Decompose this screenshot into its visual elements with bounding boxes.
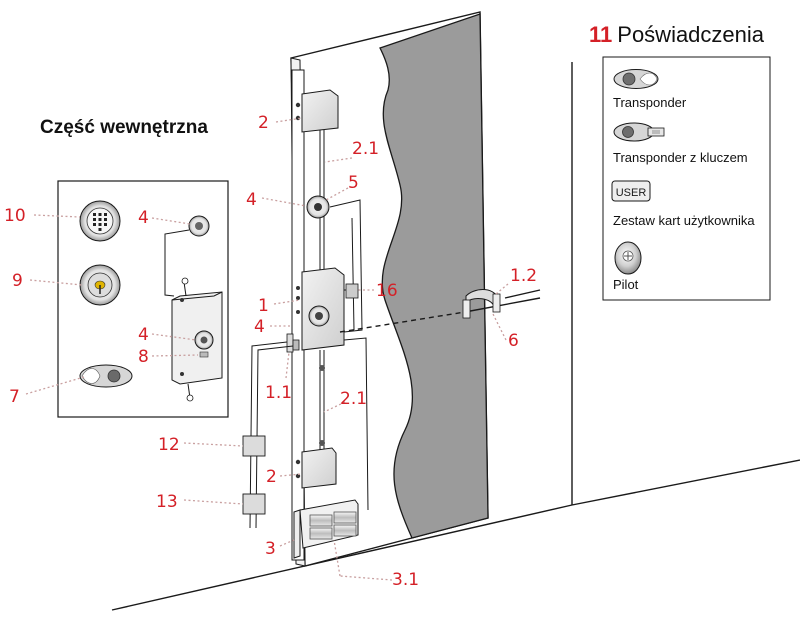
callout-6: 6 bbox=[508, 331, 519, 351]
strike-connection bbox=[339, 289, 541, 333]
motor-cylinder bbox=[306, 195, 330, 219]
callout-1-2: 1.2 bbox=[510, 266, 537, 286]
callout-5: 5 bbox=[348, 173, 359, 193]
room-outline bbox=[111, 62, 800, 611]
callout-2-1-bottom: 2.1 bbox=[340, 389, 367, 409]
callout-2-top: 2 bbox=[258, 113, 269, 133]
callout-2-bottom: 2 bbox=[266, 467, 277, 487]
wall-panel bbox=[379, 13, 489, 539]
callout-4-door-upper: 4 bbox=[246, 190, 257, 210]
legend-item-transponder: Transponder bbox=[613, 95, 687, 110]
legend-item-transponder-key: Transponder z kluczem bbox=[613, 150, 748, 165]
callout-3-1: 3.1 bbox=[392, 570, 419, 590]
remote-control-icon bbox=[614, 241, 642, 275]
inner-parts-panel bbox=[57, 180, 229, 418]
legend-item-user-cards: Zestaw kart użytkownika bbox=[613, 213, 755, 228]
callout-1: 1 bbox=[258, 296, 269, 316]
callout-4-inset-upper: 4 bbox=[138, 208, 149, 228]
user-card-text: USER bbox=[616, 187, 647, 199]
inner-section-title: Część wewnętrzna bbox=[40, 117, 208, 138]
callout-4-inset-lower: 4 bbox=[138, 325, 149, 345]
lock-faceplate bbox=[291, 69, 305, 561]
callout-3: 3 bbox=[265, 539, 276, 559]
module-12 bbox=[242, 435, 266, 457]
callout-labels: 10 9 7 4 4 8 2 2.1 5 4 1 4 16 1.2 6 1.1 … bbox=[4, 113, 537, 590]
callout-7: 7 bbox=[9, 387, 20, 407]
callout-1-1: 1.1 bbox=[265, 383, 292, 403]
connector-16 bbox=[345, 283, 359, 299]
callout-12: 12 bbox=[158, 435, 180, 455]
callout-2-1-top: 2.1 bbox=[352, 139, 379, 159]
transponder-icon bbox=[613, 69, 659, 89]
callout-8: 8 bbox=[138, 347, 149, 367]
main-lock-body bbox=[286, 267, 345, 353]
module-13 bbox=[242, 493, 266, 515]
legend-title: Poświadczenia bbox=[617, 22, 765, 47]
transponder-inset-icon bbox=[79, 364, 133, 388]
leader-lines bbox=[25, 117, 509, 581]
callout-9: 9 bbox=[12, 271, 23, 291]
wiring bbox=[242, 199, 369, 529]
inner-thumb-knob-icon bbox=[164, 215, 210, 297]
callout-4-door-lower: 4 bbox=[254, 317, 265, 337]
callout-16: 16 bbox=[376, 281, 398, 301]
callout-10: 10 bbox=[4, 206, 26, 226]
callout-13: 13 bbox=[156, 492, 178, 512]
lower-rods bbox=[319, 350, 325, 450]
transponder-key-icon bbox=[613, 122, 665, 142]
legend-item-remote: Pilot bbox=[613, 277, 639, 292]
legend-number: 11 bbox=[589, 22, 612, 47]
user-card-icon: USER bbox=[611, 180, 651, 202]
key-cylinder-icon bbox=[79, 264, 121, 306]
keypad-icon bbox=[79, 200, 121, 242]
lower-bolt-box bbox=[301, 447, 337, 489]
battery-pack bbox=[293, 499, 359, 559]
inner-lock-box bbox=[171, 277, 223, 402]
